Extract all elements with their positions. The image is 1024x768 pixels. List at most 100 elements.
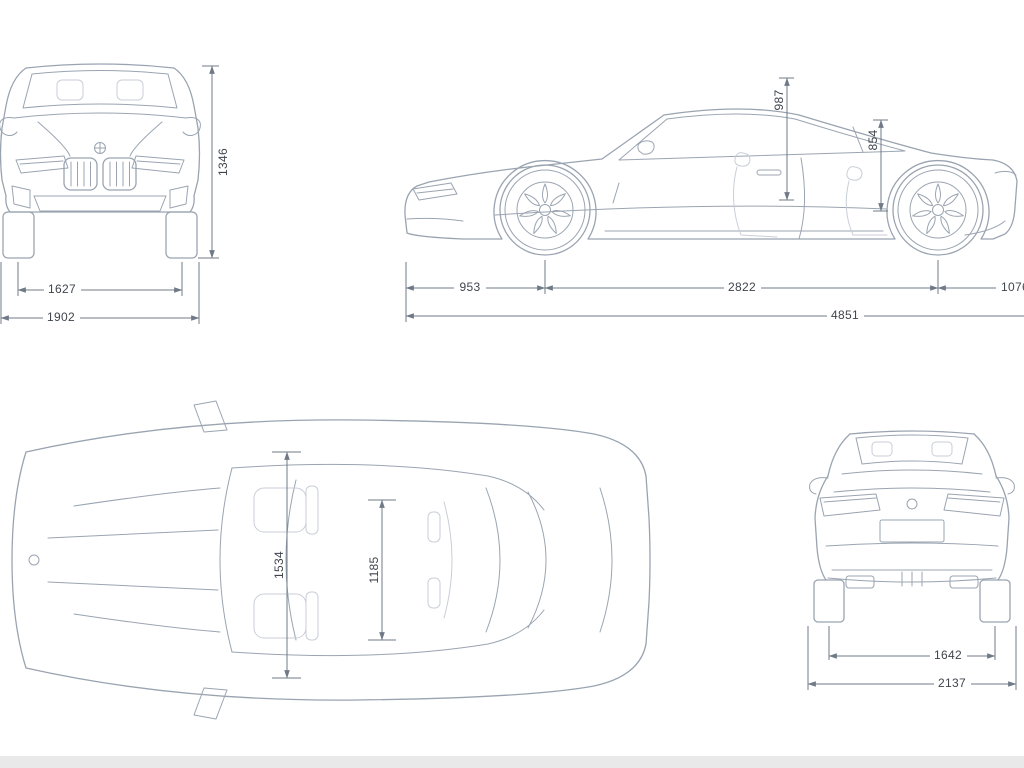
top-view-drawing bbox=[11, 400, 651, 720]
side-door-handle bbox=[756, 169, 782, 176]
dim-label-rear-track: 1642 bbox=[934, 648, 962, 662]
top-roundel-icon bbox=[28, 554, 40, 566]
rear-pillar-left bbox=[827, 433, 851, 477]
rear-body-side-right bbox=[995, 475, 1010, 581]
side-rear-wheel bbox=[892, 164, 984, 256]
dim-label-track: 1627 bbox=[48, 282, 76, 296]
ext-line bbox=[0, 262, 200, 324]
dim-label-bg bbox=[827, 309, 864, 323]
side-view-dimensions: 987 854 953 2822 1076 4851 bbox=[405, 77, 1024, 323]
dim-label-bg bbox=[724, 281, 761, 295]
dim-label-bg bbox=[930, 649, 967, 663]
ext-line bbox=[807, 626, 1017, 690]
front-lower-intake bbox=[33, 195, 167, 212]
ext-line bbox=[828, 626, 996, 660]
rear-taillight-right bbox=[943, 493, 1005, 517]
side-interior-front-seat bbox=[733, 152, 778, 238]
rear-wheel-left bbox=[813, 579, 845, 623]
front-kidney-grille-left bbox=[63, 157, 98, 191]
rear-headrest-left bbox=[871, 441, 893, 457]
ext-line bbox=[17, 262, 183, 296]
top-glasshouse-lower bbox=[231, 609, 545, 657]
front-headrest-right bbox=[116, 79, 144, 101]
side-quarter-window-divider bbox=[852, 126, 864, 153]
dim-label-rear-headroom: 854 bbox=[866, 130, 880, 151]
rear-body-side-left bbox=[814, 475, 829, 581]
dim-label-wheelbase: 2822 bbox=[728, 280, 756, 294]
dim-label-width-mirrors: 2137 bbox=[938, 676, 966, 690]
front-view-drawing bbox=[0, 63, 201, 259]
top-interior-front-seats bbox=[253, 485, 319, 641]
front-headrest-left bbox=[56, 79, 84, 101]
rear-roundel-icon bbox=[906, 498, 918, 510]
side-fender-vent bbox=[612, 182, 620, 204]
top-rear-glass-edge bbox=[527, 491, 547, 629]
brand-roundel-icon bbox=[94, 142, 106, 154]
dim-label-front-interior: 1534 bbox=[272, 551, 286, 579]
dim-label-height: 1346 bbox=[216, 148, 230, 176]
front-body-outline bbox=[0, 63, 201, 213]
front-mirror-left bbox=[0, 117, 18, 136]
rear-exhaust-left bbox=[845, 575, 875, 589]
dim-label-bg bbox=[44, 283, 81, 297]
top-view-dimensions: 1534 1185 bbox=[272, 451, 396, 679]
rear-wheel-right bbox=[979, 579, 1011, 623]
front-hood-crease bbox=[13, 112, 187, 119]
rear-mirror-right bbox=[995, 477, 1015, 495]
front-side-intake-right bbox=[169, 185, 189, 209]
dim-label-rear-overhang: 1076 bbox=[1001, 280, 1024, 294]
rear-trunk-line bbox=[841, 469, 983, 475]
top-hood-line-lower bbox=[73, 613, 221, 633]
dim-label-front-headroom: 987 bbox=[772, 90, 786, 111]
top-windshield-base bbox=[219, 467, 233, 653]
rear-taillight-left bbox=[819, 493, 881, 517]
front-mirror-right bbox=[182, 117, 201, 136]
dim-label-front-overhang: 953 bbox=[460, 280, 481, 294]
front-grille-bars bbox=[70, 161, 130, 187]
side-mirror bbox=[637, 140, 655, 155]
top-mirror-upper bbox=[193, 400, 228, 433]
bottom-strip bbox=[0, 756, 1024, 768]
rear-deck-line bbox=[833, 487, 991, 493]
side-door-seam bbox=[798, 157, 805, 240]
front-headlight-right bbox=[131, 155, 185, 174]
top-hood-line-upper bbox=[73, 487, 221, 507]
side-taillight bbox=[994, 170, 1017, 176]
top-roof-rear-edge bbox=[485, 487, 501, 633]
rear-mirror-left bbox=[809, 477, 829, 495]
front-wheel-right bbox=[165, 211, 198, 259]
dim-label-width: 1902 bbox=[47, 310, 75, 324]
front-headlight-left bbox=[15, 155, 69, 174]
side-glasshouse bbox=[618, 113, 906, 161]
dim-label-rear-interior: 1185 bbox=[367, 556, 381, 583]
top-body-outline bbox=[11, 419, 651, 701]
side-front-bumper-line bbox=[406, 217, 464, 222]
rear-pillar-right bbox=[973, 433, 997, 477]
rear-bumper-bottom bbox=[827, 577, 997, 583]
front-side-intake-left bbox=[11, 185, 31, 209]
rear-view-drawing bbox=[809, 430, 1015, 623]
top-mirror-lower bbox=[193, 687, 228, 720]
top-decklid-edge bbox=[599, 487, 613, 633]
rear-headrest-right bbox=[931, 441, 953, 457]
rear-diffuser-fins bbox=[901, 571, 923, 587]
dim-label-bg bbox=[43, 311, 80, 325]
side-body-outline bbox=[404, 108, 1018, 240]
dim-label-bg bbox=[996, 281, 1024, 295]
side-headlight bbox=[412, 182, 458, 201]
front-wheel-left bbox=[2, 211, 35, 259]
side-view-drawing bbox=[404, 108, 1018, 256]
rear-bumper-crease bbox=[825, 542, 999, 547]
top-glasshouse-upper bbox=[231, 463, 545, 511]
rear-roof bbox=[849, 430, 975, 435]
front-kidney-grille-right bbox=[102, 157, 137, 191]
front-windshield bbox=[22, 70, 178, 109]
rear-license-plate bbox=[879, 519, 945, 543]
dim-label-length: 4851 bbox=[831, 308, 859, 322]
front-view-dimensions: 1346 1627 1902 bbox=[0, 65, 230, 325]
front-hood-line-right bbox=[129, 121, 163, 157]
top-interior-rear-bench bbox=[427, 501, 453, 619]
front-hood-line-left bbox=[37, 121, 71, 157]
